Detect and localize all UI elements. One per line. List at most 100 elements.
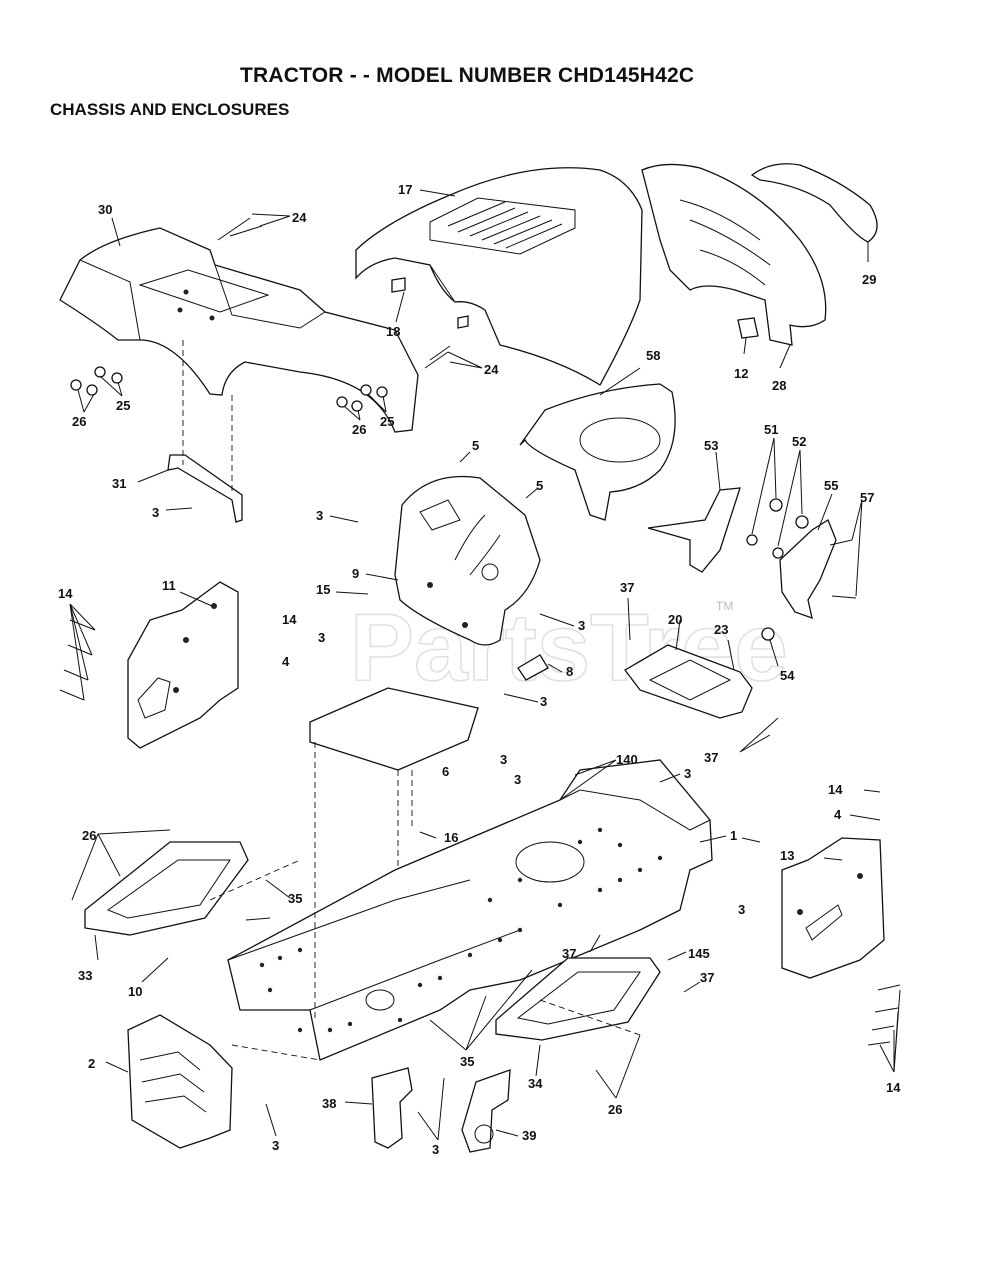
callout-26: 26 [82, 828, 96, 843]
frame-hole [327, 1027, 333, 1033]
part-lower-bracket-left[interactable] [371, 1067, 413, 1149]
part-hood-side-panel[interactable] [750, 163, 878, 243]
callout-13: 13 [780, 848, 794, 863]
frame-hole [497, 937, 503, 943]
leader-lines [69, 189, 901, 1141]
part-main-frame[interactable] [227, 759, 713, 1061]
callout-5: 5 [536, 478, 543, 493]
part-clamp[interactable] [517, 654, 549, 681]
frame-hole [297, 1027, 303, 1033]
callout-labels: 17 30 24 24 18 26 25 26 25 29 12 28 58 5… [58, 182, 901, 1157]
part-grill-housing[interactable] [641, 163, 827, 346]
frame-hole [417, 982, 423, 988]
part-battery-tray[interactable] [309, 687, 479, 771]
frame-hole [617, 877, 623, 883]
callout-25: 25 [380, 414, 394, 429]
callout-26: 26 [72, 414, 86, 429]
part-footrest-left[interactable] [84, 841, 249, 936]
callout-3: 3 [578, 618, 585, 633]
callout-4: 4 [282, 654, 290, 669]
part-bracket-left[interactable] [647, 487, 741, 573]
callout-16: 16 [444, 830, 458, 845]
callout-3: 3 [272, 1138, 279, 1153]
callout-11: 11 [162, 578, 176, 593]
part-heat-shield[interactable] [519, 383, 676, 521]
part-bracket-right[interactable] [779, 519, 837, 620]
watermark-trademark: TM [716, 599, 733, 613]
callout-53: 53 [704, 438, 718, 453]
part-hood[interactable] [355, 167, 643, 386]
callout-3: 3 [684, 766, 691, 781]
part-footrest-right[interactable] [495, 957, 661, 1041]
callout-3: 3 [318, 630, 325, 645]
callout-3: 3 [152, 505, 159, 520]
section-subtitle: CHASSIS AND ENCLOSURES [50, 100, 290, 119]
callout-54: 54 [780, 668, 795, 683]
frame-hole [467, 952, 473, 958]
callout-3: 3 [738, 902, 745, 917]
part-bumper-knob[interactable] [737, 317, 759, 339]
frame-hole [577, 839, 583, 845]
callout-20: 20 [668, 612, 682, 627]
part-support-bracket[interactable] [167, 454, 243, 523]
callout-24: 24 [484, 362, 499, 377]
bracket-hardware [746, 498, 857, 641]
callout-3: 3 [316, 508, 323, 523]
callout-31: 31 [112, 476, 126, 491]
callout-33: 33 [78, 968, 92, 983]
callout-37: 37 [562, 946, 576, 961]
frame-hole [277, 955, 283, 961]
callout-3: 3 [500, 752, 507, 767]
callout-8: 8 [566, 664, 573, 679]
callout-6: 6 [442, 764, 449, 779]
frame-hole [487, 897, 493, 903]
callout-37: 37 [700, 970, 714, 985]
page-title: TRACTOR - - MODEL NUMBER CHD145H42C [240, 64, 695, 87]
frame-hole [597, 827, 603, 833]
callout-2: 2 [88, 1056, 95, 1071]
callout-38: 38 [322, 1096, 336, 1111]
part-battery-bracket[interactable] [624, 644, 753, 719]
side-panel-screws-right [867, 984, 901, 1046]
fender-hardware [70, 366, 388, 412]
callout-3: 3 [432, 1142, 439, 1157]
callout-5: 5 [472, 438, 479, 453]
part-dash-panel[interactable] [394, 475, 541, 646]
callout-15: 15 [316, 582, 330, 597]
part-side-panel-left[interactable] [127, 581, 239, 749]
callout-52: 52 [792, 434, 806, 449]
frame-hole [347, 1021, 353, 1027]
callout-58: 58 [646, 348, 660, 363]
part-front-bracket[interactable] [127, 1014, 233, 1149]
callout-10: 10 [128, 984, 142, 999]
part-side-panel-right[interactable] [781, 837, 885, 979]
frame-hole [557, 902, 563, 908]
callout-14: 14 [282, 612, 297, 627]
part-fender[interactable] [59, 227, 419, 433]
callout-51: 51 [764, 422, 778, 437]
frame-hole [259, 962, 265, 968]
callout-39: 39 [522, 1128, 536, 1143]
callout-3: 3 [540, 694, 547, 709]
callout-23: 23 [714, 622, 728, 637]
frame-hole [657, 855, 663, 861]
frame-hole [437, 975, 443, 981]
callout-1: 1 [730, 828, 737, 843]
callout-30: 30 [98, 202, 112, 217]
frame-hole [637, 867, 643, 873]
callout-17: 17 [398, 182, 412, 197]
part-hood-clip[interactable] [391, 277, 469, 329]
callout-26: 26 [352, 422, 366, 437]
callout-3: 3 [514, 772, 521, 787]
frame-holes [259, 827, 663, 1033]
callout-18: 18 [386, 324, 400, 339]
callout-25: 25 [116, 398, 130, 413]
callout-57: 57 [860, 490, 874, 505]
frame-hole [597, 887, 603, 893]
callout-35: 35 [460, 1054, 474, 1069]
callout-14: 14 [58, 586, 73, 601]
callout-14: 14 [886, 1080, 901, 1095]
frame-hole [397, 1017, 403, 1023]
part-lower-bracket-right[interactable] [461, 1069, 511, 1153]
